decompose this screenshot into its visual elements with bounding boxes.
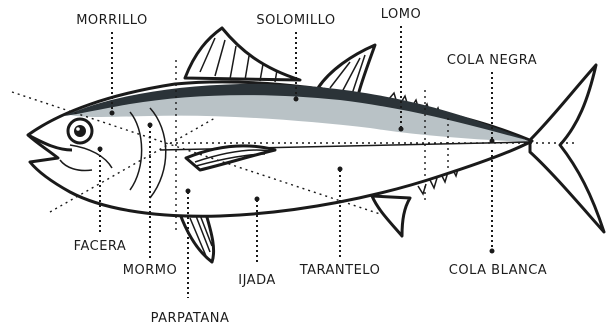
dorsal-fin <box>185 28 300 80</box>
label-cola-blanca: COLA BLANCA <box>449 263 547 278</box>
label-ijada: IJADA <box>238 273 276 288</box>
tail-fin <box>530 65 604 232</box>
label-facera: FACERA <box>74 239 127 254</box>
label-mormo: MORMO <box>123 263 177 278</box>
eye-pupil <box>74 125 86 137</box>
label-tarantelo: TARANTELO <box>299 263 381 278</box>
label-morrillo: MORRILLO <box>76 13 148 28</box>
label-lomo: LOMO <box>381 7 421 22</box>
label-cola-negra: COLA NEGRA <box>447 53 537 68</box>
label-solomillo: SOLOMILLO <box>256 13 335 28</box>
anal-fin <box>372 196 410 236</box>
label-parpatana: PARPATANA <box>151 311 230 326</box>
